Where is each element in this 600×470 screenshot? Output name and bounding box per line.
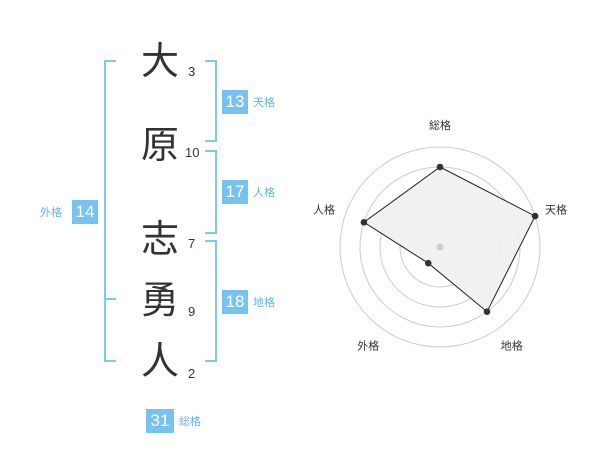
radar-axis-label: 総格	[429, 118, 451, 132]
jinkaku-bracket	[205, 150, 217, 234]
chikaku-label: 地格	[253, 296, 275, 309]
chikaku-value-badge: 18	[222, 290, 248, 314]
radar-point	[424, 259, 432, 267]
radar-axis-label: 天格	[545, 202, 567, 216]
radar-point	[436, 163, 444, 171]
name-char-1: 大	[140, 39, 179, 83]
radar-point	[483, 308, 491, 316]
jinkaku-label: 人格	[253, 186, 275, 199]
radar-points	[360, 163, 539, 316]
stroke-count-3: 7	[188, 236, 196, 251]
gaikaku-bracket-split	[104, 298, 116, 300]
stroke-count-4: 9	[188, 304, 196, 319]
gaikaku-bracket	[104, 60, 116, 362]
radar-axis-label: 地格	[501, 339, 523, 353]
name-char-4: 勇	[140, 278, 179, 322]
radar-score-area	[363, 166, 536, 313]
stroke-count-5: 2	[188, 366, 196, 381]
tenkaku-bracket	[205, 60, 217, 142]
name-char-2: 原	[140, 123, 179, 167]
jinkaku-value-badge: 17	[222, 180, 248, 204]
gaikaku-label: 外格	[40, 206, 62, 219]
radar-grid-ring	[339, 146, 541, 348]
soukaku-label: 総格	[179, 415, 201, 428]
tenkaku-value-badge: 13	[222, 90, 248, 114]
radar-point	[531, 212, 539, 220]
radar-center-dot	[436, 243, 444, 251]
name-breakdown-panel: 大 原 志 勇 人 3 10 7 9 2 13 天格 17 人格 18 地格 外…	[40, 39, 275, 433]
radar-axis-label: 外格	[357, 339, 379, 353]
chikaku-bracket	[205, 240, 217, 362]
name-char-5: 人	[140, 339, 179, 383]
stroke-count-2: 10	[185, 145, 200, 160]
name-char-3: 志	[140, 217, 179, 261]
soukaku-value-badge: 31	[146, 409, 174, 433]
radar-axis-label: 人格	[313, 202, 335, 216]
radar-point	[360, 218, 368, 226]
tenkaku-label: 天格	[253, 96, 275, 109]
stroke-count-1: 3	[188, 64, 196, 79]
gaikaku-value-badge: 14	[72, 200, 98, 224]
